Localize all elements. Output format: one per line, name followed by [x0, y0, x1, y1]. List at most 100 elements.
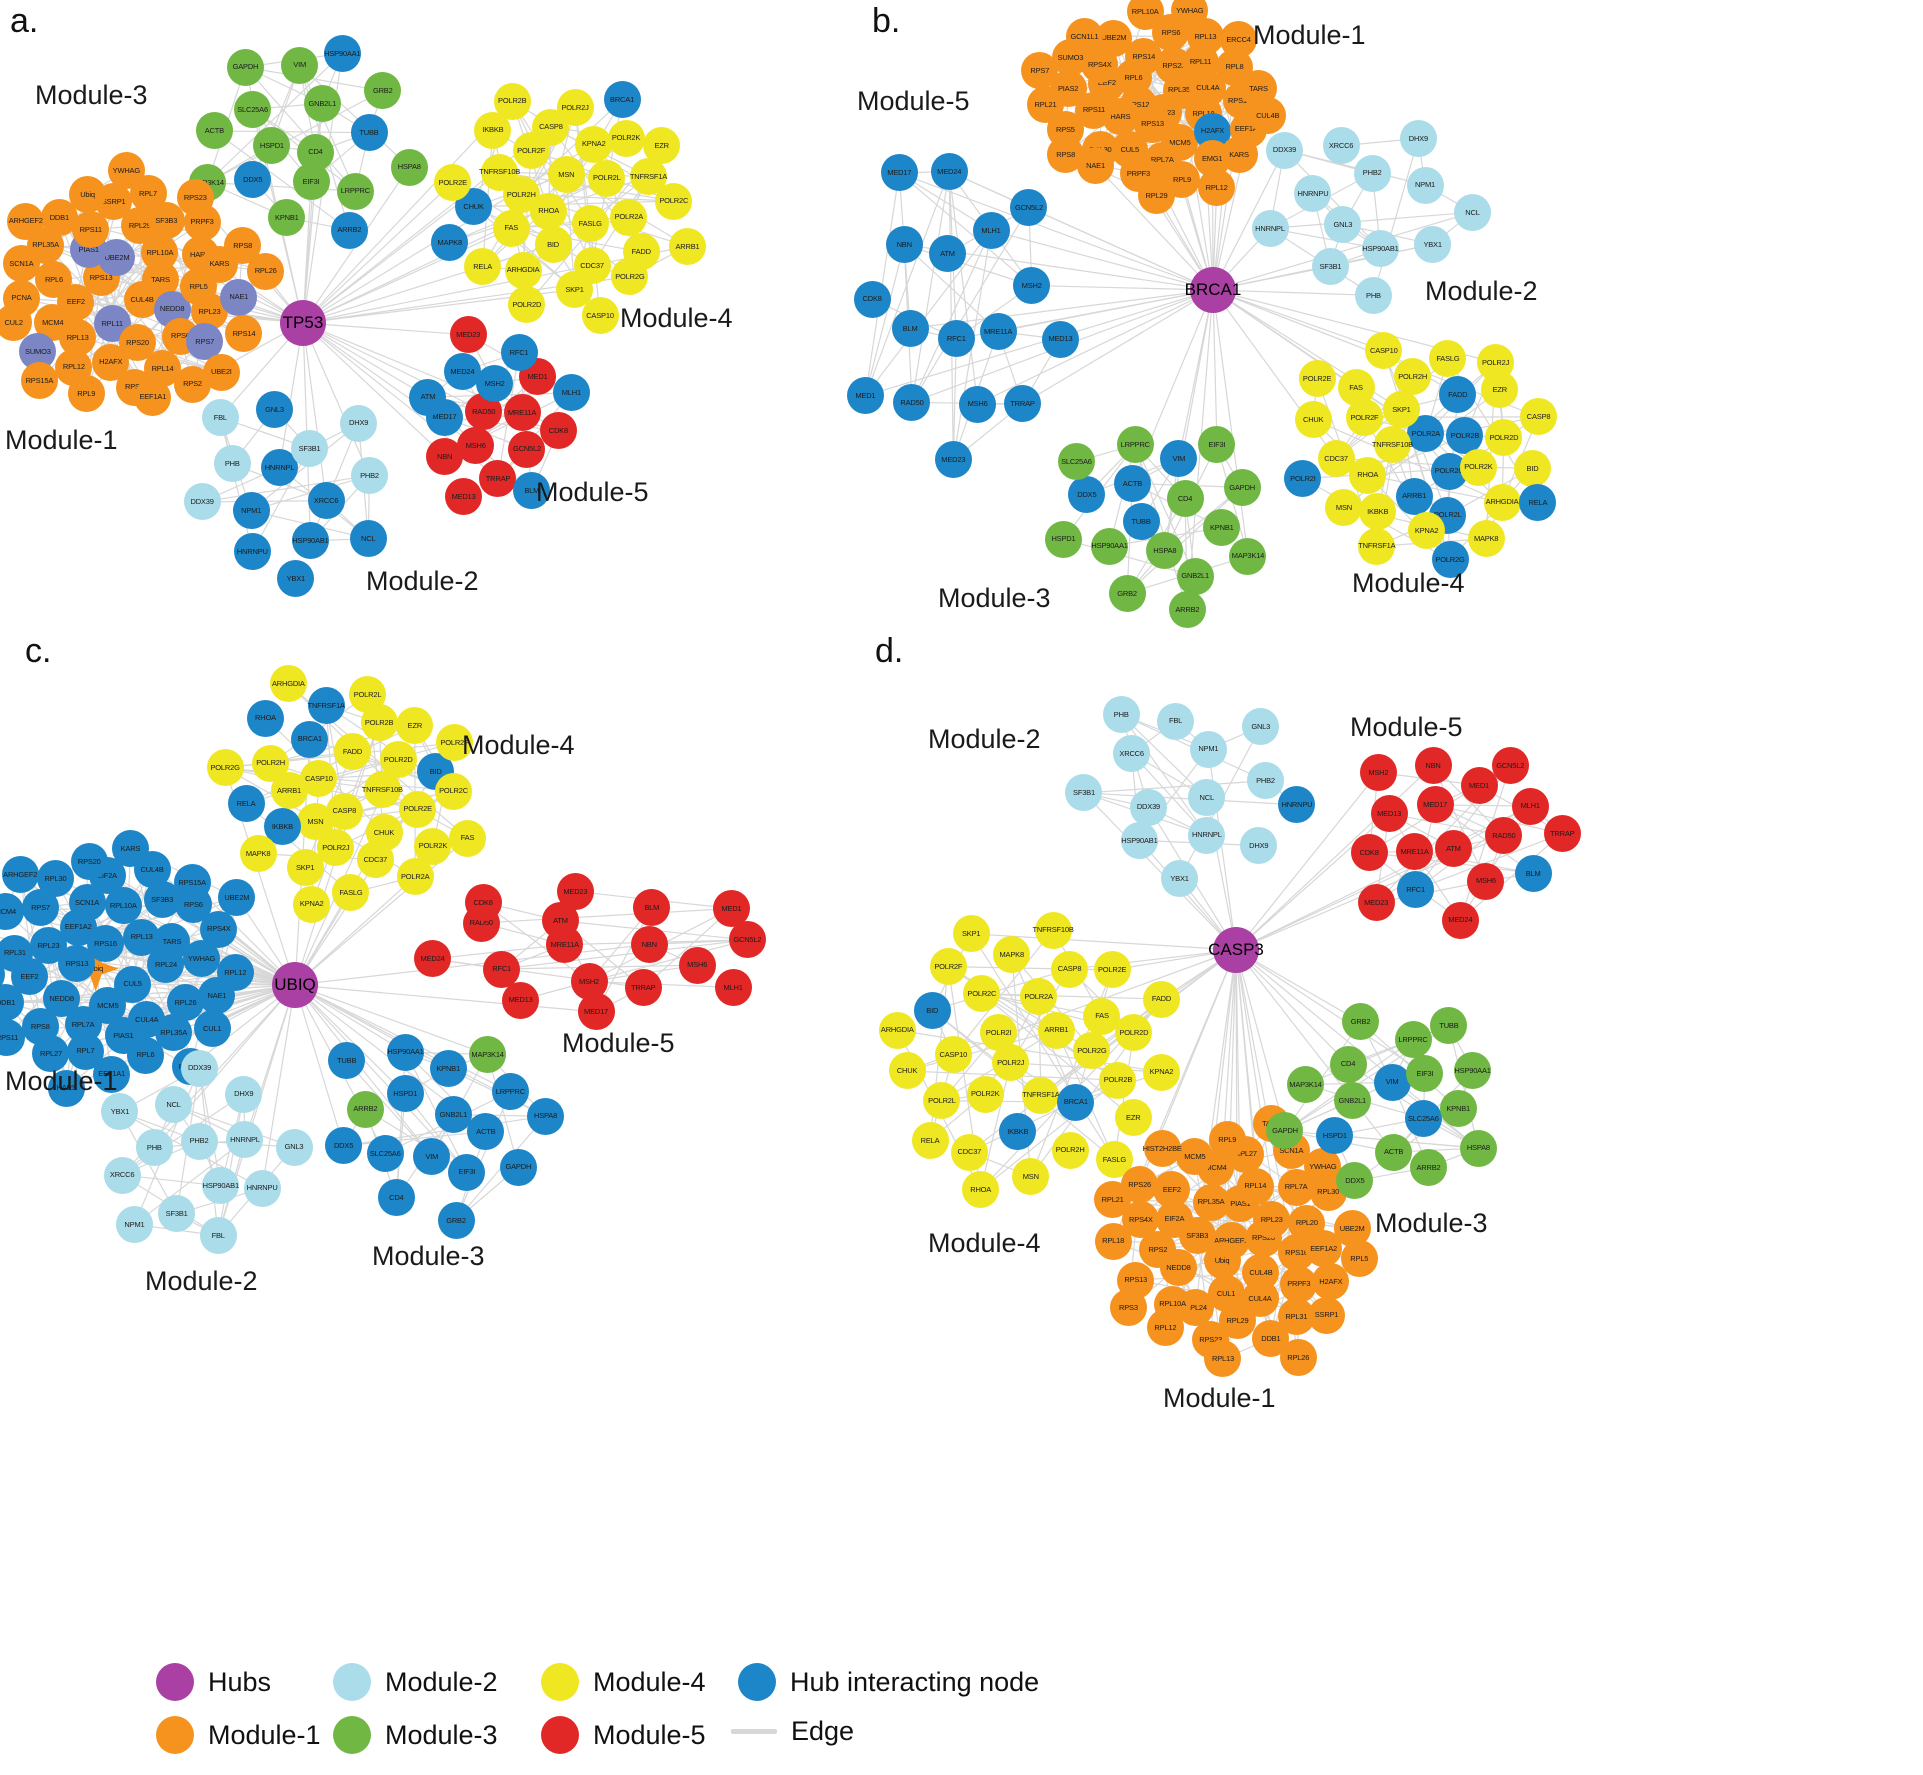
node-POLR2E: POLR2E — [434, 163, 472, 201]
node-ACTB: ACTB — [195, 112, 233, 150]
node-POLR2F: POLR2F — [929, 948, 967, 986]
edge — [294, 984, 597, 1013]
node-RPL5: RPL5 — [1340, 1240, 1378, 1278]
node-MLH1: MLH1 — [1511, 787, 1549, 825]
node-POLR2G: POLR2G — [1431, 541, 1469, 579]
node-MED13: MED13 — [445, 478, 483, 516]
node-NAE1: NAE1 — [220, 278, 258, 316]
node-POLR2F: POLR2F — [435, 724, 473, 762]
node-CDK8: CDK8 — [464, 883, 502, 921]
node-KPNA2: KPNA2 — [1408, 512, 1446, 550]
node-POLR2D: POLR2D — [1485, 418, 1523, 456]
node-POLR2E: POLR2E — [399, 790, 437, 828]
edge — [1269, 211, 1473, 229]
node-NCL: NCL — [155, 1086, 193, 1124]
node-HSP90AB1: HSP90AB1 — [1120, 821, 1158, 859]
edge — [1235, 949, 1349, 1065]
node-CASP10: CASP10 — [1365, 332, 1403, 370]
edge — [1459, 765, 1511, 921]
edge — [898, 172, 1033, 286]
node-SF3B1: SF3B1 — [1311, 248, 1349, 286]
node-RPL18: RPL18 — [1094, 1222, 1132, 1260]
edge — [482, 901, 590, 983]
node-NCL: NCL — [1454, 193, 1491, 231]
node-VIM: VIM — [281, 46, 319, 84]
node-RPL29: RPL29 — [1138, 177, 1176, 215]
node-MED17: MED17 — [880, 154, 918, 192]
node-GCN1L1: GCN1L1 — [1065, 17, 1103, 55]
edge — [1212, 289, 1374, 296]
node-ATM: ATM — [1434, 829, 1472, 867]
edge — [1235, 949, 1286, 1132]
node-SCN1A: SCN1A — [2, 245, 40, 283]
node-MAPK8: MAPK8 — [239, 835, 277, 873]
node-POLR2L: POLR2L — [349, 676, 387, 714]
node-RPL12: RPL12 — [1146, 1309, 1184, 1347]
module-label-module-5: Module-5 — [857, 86, 970, 116]
node-GCN5L2: GCN5L2 — [1491, 747, 1529, 785]
node-HNRNPL: HNRNPL — [226, 1121, 264, 1159]
node-BLM: BLM — [1514, 854, 1552, 892]
node-MAP3K14: MAP3K14 — [1229, 537, 1267, 575]
module-label-module-2: Module-2 — [145, 1266, 258, 1296]
node-GAPDH: GAPDH — [1266, 1112, 1304, 1150]
node-RPL35A: RPL35A — [1192, 1183, 1230, 1221]
edge — [990, 229, 1214, 291]
node-POLR2J: POLR2J — [1477, 344, 1515, 382]
edge — [1083, 792, 1237, 951]
node-RPL26: RPL26 — [247, 252, 285, 290]
module-label-module-4: Module-4 — [462, 730, 575, 760]
node-RPL31: RPL31 — [0, 934, 34, 972]
node-NPM1: NPM1 — [1189, 730, 1227, 768]
node-POLR2E: POLR2E — [1298, 359, 1336, 397]
edge — [899, 172, 1214, 291]
module-label-module-1: Module-1 — [5, 1066, 118, 1096]
hub-TP53: TP53 — [280, 300, 326, 346]
node-HARS: HARS — [48, 1069, 86, 1107]
edge — [952, 929, 1054, 1056]
edge — [207, 181, 356, 192]
node-XRCC6: XRCC6 — [1113, 734, 1151, 772]
node-NPM1: NPM1 — [115, 1205, 153, 1243]
edge — [1134, 444, 1196, 577]
node-RPL9: RPL9 — [1208, 1120, 1246, 1158]
node-POLR2B: POLR2B — [493, 82, 531, 120]
node-HNRNPU: HNRNPU — [243, 1169, 281, 1207]
node-RPL23: RPL23 — [30, 927, 68, 964]
node-HSPA8: HSPA8 — [1459, 1129, 1497, 1167]
node-EIF3I: EIF3I — [292, 162, 330, 200]
node-H2AFX: H2AFX — [1312, 1263, 1350, 1301]
node-MED13: MED13 — [1370, 795, 1408, 833]
edge — [1178, 289, 1214, 459]
edge — [1212, 289, 1249, 557]
node-HSPD1: HSPD1 — [1316, 1116, 1354, 1154]
edge — [1388, 813, 1504, 837]
node-MLH1: MLH1 — [972, 211, 1010, 249]
node-RPS4X: RPS4X — [200, 910, 238, 948]
node-KPNA2: KPNA2 — [293, 885, 331, 923]
node-PHB2: PHB2 — [1353, 154, 1391, 192]
node-ACTB: ACTB — [1113, 464, 1151, 502]
node-MSH2: MSH2 — [1013, 267, 1051, 305]
node-GNB2L1: GNB2L1 — [1333, 1082, 1371, 1120]
edge — [302, 322, 327, 501]
node-SF3B1: SF3B1 — [158, 1195, 196, 1233]
node-GNB2L1: GNB2L1 — [1176, 557, 1214, 595]
node-TNFRSF10B: TNFRSF10B — [1033, 911, 1074, 949]
node-MED17: MED17 — [577, 993, 615, 1031]
node-DDX39: DDX39 — [1129, 788, 1167, 826]
edge — [1235, 772, 1379, 951]
edge — [864, 171, 950, 397]
module-label-module-1: Module-1 — [1253, 20, 1366, 50]
node-MED23: MED23 — [556, 872, 594, 910]
edge — [642, 908, 732, 989]
node-MED24: MED24 — [930, 153, 968, 190]
edge — [997, 289, 1214, 333]
node-FASLG: FASLG — [571, 204, 609, 242]
node-BLM: BLM — [633, 889, 671, 927]
edge — [1459, 833, 1563, 921]
panel-letter-b: b. — [872, 2, 901, 40]
edge — [302, 227, 512, 324]
node-FADD: FADD — [1142, 980, 1180, 1018]
node-CUL4B: CUL4B — [133, 851, 171, 889]
